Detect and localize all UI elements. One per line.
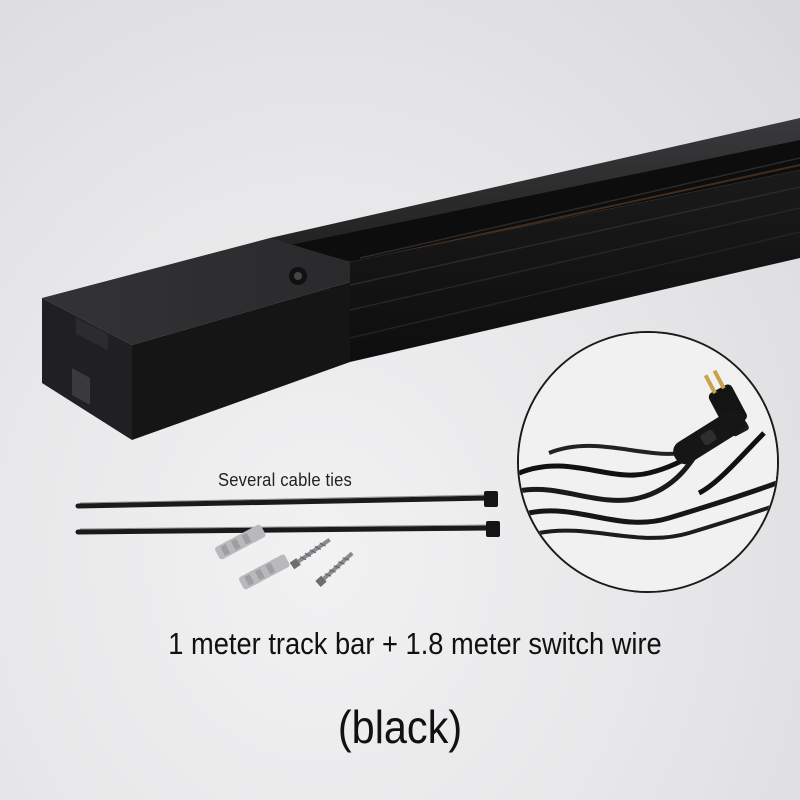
color-label: (black) xyxy=(337,701,463,753)
screw-icon xyxy=(289,537,354,587)
switch-wire-icon xyxy=(519,333,777,591)
cable-tie-icon xyxy=(75,491,500,537)
cable-ties-caption: Several cable ties xyxy=(218,470,353,490)
product-description: 1 meter track bar + 1.8 meter switch wir… xyxy=(168,626,662,661)
wall-anchor-icon xyxy=(215,524,290,590)
switch-wire-inset xyxy=(517,331,779,593)
track-bar-icon xyxy=(42,118,800,440)
